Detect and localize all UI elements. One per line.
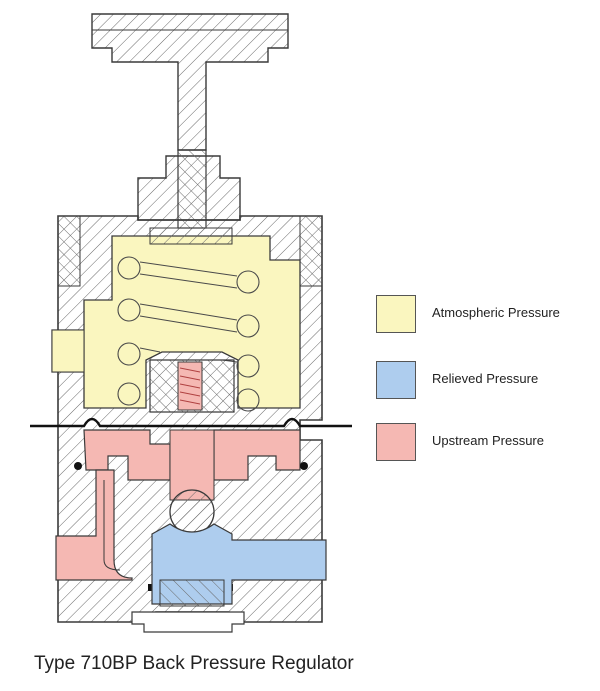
diagram-title: Type 710BP Back Pressure Regulator bbox=[34, 653, 354, 674]
relieved-swatch bbox=[376, 361, 416, 399]
legend-label: Upstream Pressure bbox=[432, 433, 544, 448]
legend-item-upstream: Upstream Pressure bbox=[376, 423, 596, 463]
upstream-swatch bbox=[376, 423, 416, 461]
diaphragm bbox=[30, 417, 352, 428]
legend-item-atmospheric: Atmospheric Pressure bbox=[376, 295, 596, 335]
adjusting-handle bbox=[91, 13, 289, 151]
upstream-chamber bbox=[55, 429, 301, 581]
legend-label: Atmospheric Pressure bbox=[432, 305, 560, 320]
bonnet-collar bbox=[137, 149, 241, 229]
pilot-spring bbox=[177, 361, 203, 411]
legend-item-relieved: Relieved Pressure bbox=[376, 361, 596, 401]
atmospheric-swatch bbox=[376, 295, 416, 333]
legend-label: Relieved Pressure bbox=[432, 371, 539, 386]
valve-ball bbox=[169, 489, 215, 535]
atmospheric-chamber bbox=[51, 227, 301, 412]
relieved-chamber bbox=[151, 523, 327, 607]
